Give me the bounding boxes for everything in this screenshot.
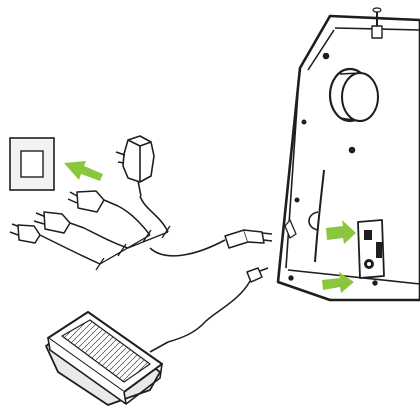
- euro-plug-icon: [34, 212, 128, 248]
- wall-socket-icon: [10, 138, 54, 190]
- machine-power-plug-icon: [225, 230, 272, 248]
- green-arrow-icon: [64, 161, 103, 181]
- two-pin-plug-icon: [68, 191, 150, 235]
- foot-pedal-icon: [46, 312, 168, 405]
- power-adapter-icon: [116, 136, 168, 232]
- cable-break-marks: [96, 226, 170, 270]
- power-cord: [150, 240, 225, 256]
- pedal-jack-plug-icon: [168, 268, 268, 342]
- sewing-machine-rear-icon: [278, 8, 420, 300]
